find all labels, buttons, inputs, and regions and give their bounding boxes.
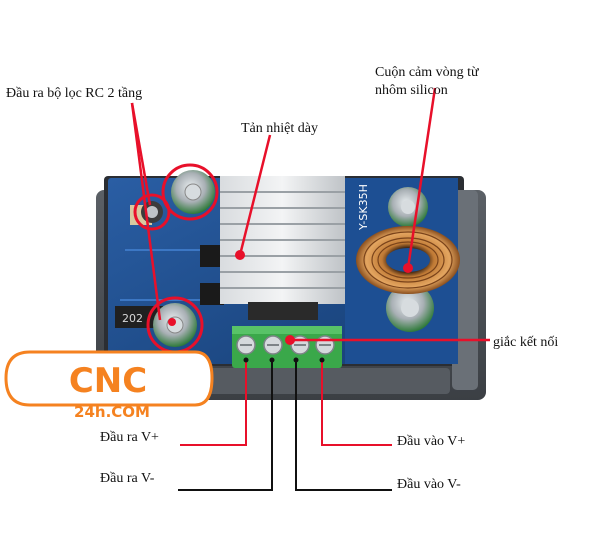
logo-main-text: CNC bbox=[69, 361, 147, 401]
capacitor-top-left bbox=[171, 170, 215, 214]
ic-marking: 202 bbox=[122, 312, 143, 325]
label-inductor-line1: Cuộn cảm vòng từ bbox=[375, 65, 479, 80]
label-input-plus: Đầu vào V+ bbox=[397, 434, 466, 449]
cnc24h-logo: CNC 24h.COM bbox=[4, 350, 214, 421]
label-heatsink: Tản nhiệt dày bbox=[241, 121, 318, 136]
label-connector: giắc kết nối bbox=[493, 335, 559, 350]
pointer-lines bbox=[130, 87, 490, 342]
terminal-block bbox=[232, 326, 342, 368]
model-marking: Y-SK35H bbox=[357, 184, 370, 231]
label-output-minus: Đầu ra V- bbox=[100, 471, 155, 486]
pointer-dots bbox=[168, 250, 413, 345]
label-output-plus: Đầu ra V+ bbox=[100, 430, 159, 445]
output-wires bbox=[178, 360, 392, 491]
label-input-minus: Đầu vào V- bbox=[397, 477, 461, 492]
heatsink bbox=[220, 176, 345, 320]
capacitor-right-bottom bbox=[386, 284, 434, 332]
logo-sub-text: 24h.COM bbox=[74, 403, 150, 421]
label-inductor-line2: nhôm silicon bbox=[375, 83, 448, 98]
label-rc-filter-output: Đầu ra bộ lọc RC 2 tầng bbox=[6, 86, 143, 101]
wire-dots bbox=[243, 357, 325, 363]
capacitor-right-top bbox=[388, 187, 428, 227]
